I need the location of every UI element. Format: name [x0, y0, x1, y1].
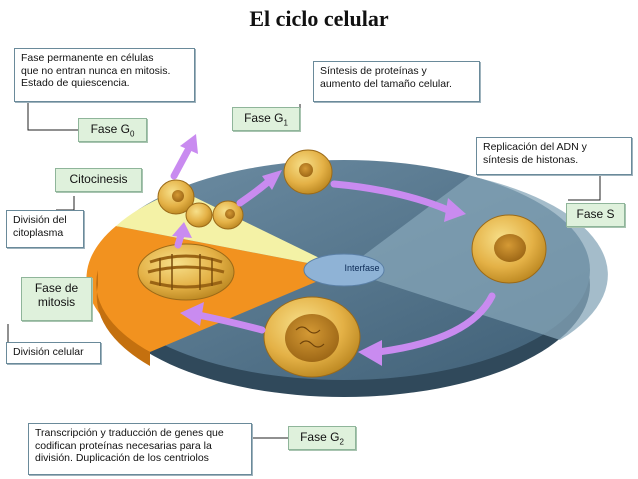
arrow-heads [172, 134, 466, 366]
arrow-citocinesis-to-g1 [236, 178, 272, 207]
phase-label-citocinesis: Citocinesis [55, 168, 142, 192]
cell-citocinesis [185, 200, 244, 230]
cell-g2 [263, 296, 361, 378]
interfase-hub [303, 253, 385, 287]
note-g2-line: división. Duplicación de los centriolos [35, 452, 209, 464]
cell-g1 [283, 149, 333, 195]
phase-label-g1: Fase G1 [232, 107, 300, 131]
note-g1: Síntesis de proteínas y aumento del tama… [313, 61, 480, 102]
note-citocinesis: División del citoplasma [6, 210, 84, 248]
phase-g1-sub: 1 [283, 118, 288, 128]
mitosis-sector-edge [96, 270, 150, 366]
phase-label-s: Fase S [566, 203, 625, 227]
arrow-to-g0 [170, 146, 192, 180]
phase-citocinesis-text: Citocinesis [69, 172, 128, 186]
note-g0: Fase permanente en células que no entran… [14, 48, 195, 102]
note-s-line: Replicación del ADN y [483, 141, 587, 153]
phase-label-g2: Fase G2 [288, 426, 356, 450]
note-g1-line: Síntesis de proteínas y [320, 65, 427, 77]
phase-g2-text: Fase G [300, 430, 340, 444]
diagram-title: El ciclo celular [249, 6, 389, 31]
note-g2-line: codifican proteínas necesarias para la [35, 439, 212, 452]
interfase-label: Interfase [344, 263, 380, 273]
note-g0-line: que no entran nunca en mitosis. [21, 64, 171, 77]
note-citocinesis-line: citoplasma [13, 226, 64, 239]
cell-s [471, 214, 547, 284]
note-citocinesis-line: División del [13, 214, 67, 226]
note-s: Replicación del ADN y síntesis de histon… [476, 137, 632, 175]
note-g0-line: Fase permanente en células [21, 52, 154, 64]
note-g1-line: aumento del tamaño celular. [320, 77, 452, 90]
cell-mitosis [137, 243, 235, 301]
note-mitosis: División celular [6, 342, 101, 364]
cycle-arrows [170, 146, 496, 356]
cell-g0 [157, 179, 195, 215]
note-s-line: síntesis de histonas. [483, 153, 579, 166]
phase-mitosis-line2: mitosis [37, 295, 76, 309]
phase-g1-text: Fase G [244, 111, 284, 125]
phase-label-g0: Fase G0 [78, 118, 147, 142]
arrow-s-to-g2 [374, 292, 496, 356]
arrow-g1-to-s [330, 180, 452, 214]
note-g2-line: Transcripción y traducción de genes que [35, 427, 224, 439]
phase-mitosis-line1: Fase de [34, 281, 79, 295]
note-g0-line: Estado de quiescencia. [21, 77, 130, 89]
phase-label-mitosis: Fase de mitosis [21, 277, 92, 321]
note-g2: Transcripción y traducción de genes que … [28, 423, 252, 475]
phase-g2-sub: 2 [339, 437, 344, 447]
note-mitosis-line: División celular [13, 346, 84, 358]
phase-g0-text: Fase G [90, 122, 130, 136]
phase-g0-sub: 0 [129, 129, 135, 139]
phase-s-text: Fase S [576, 207, 615, 221]
